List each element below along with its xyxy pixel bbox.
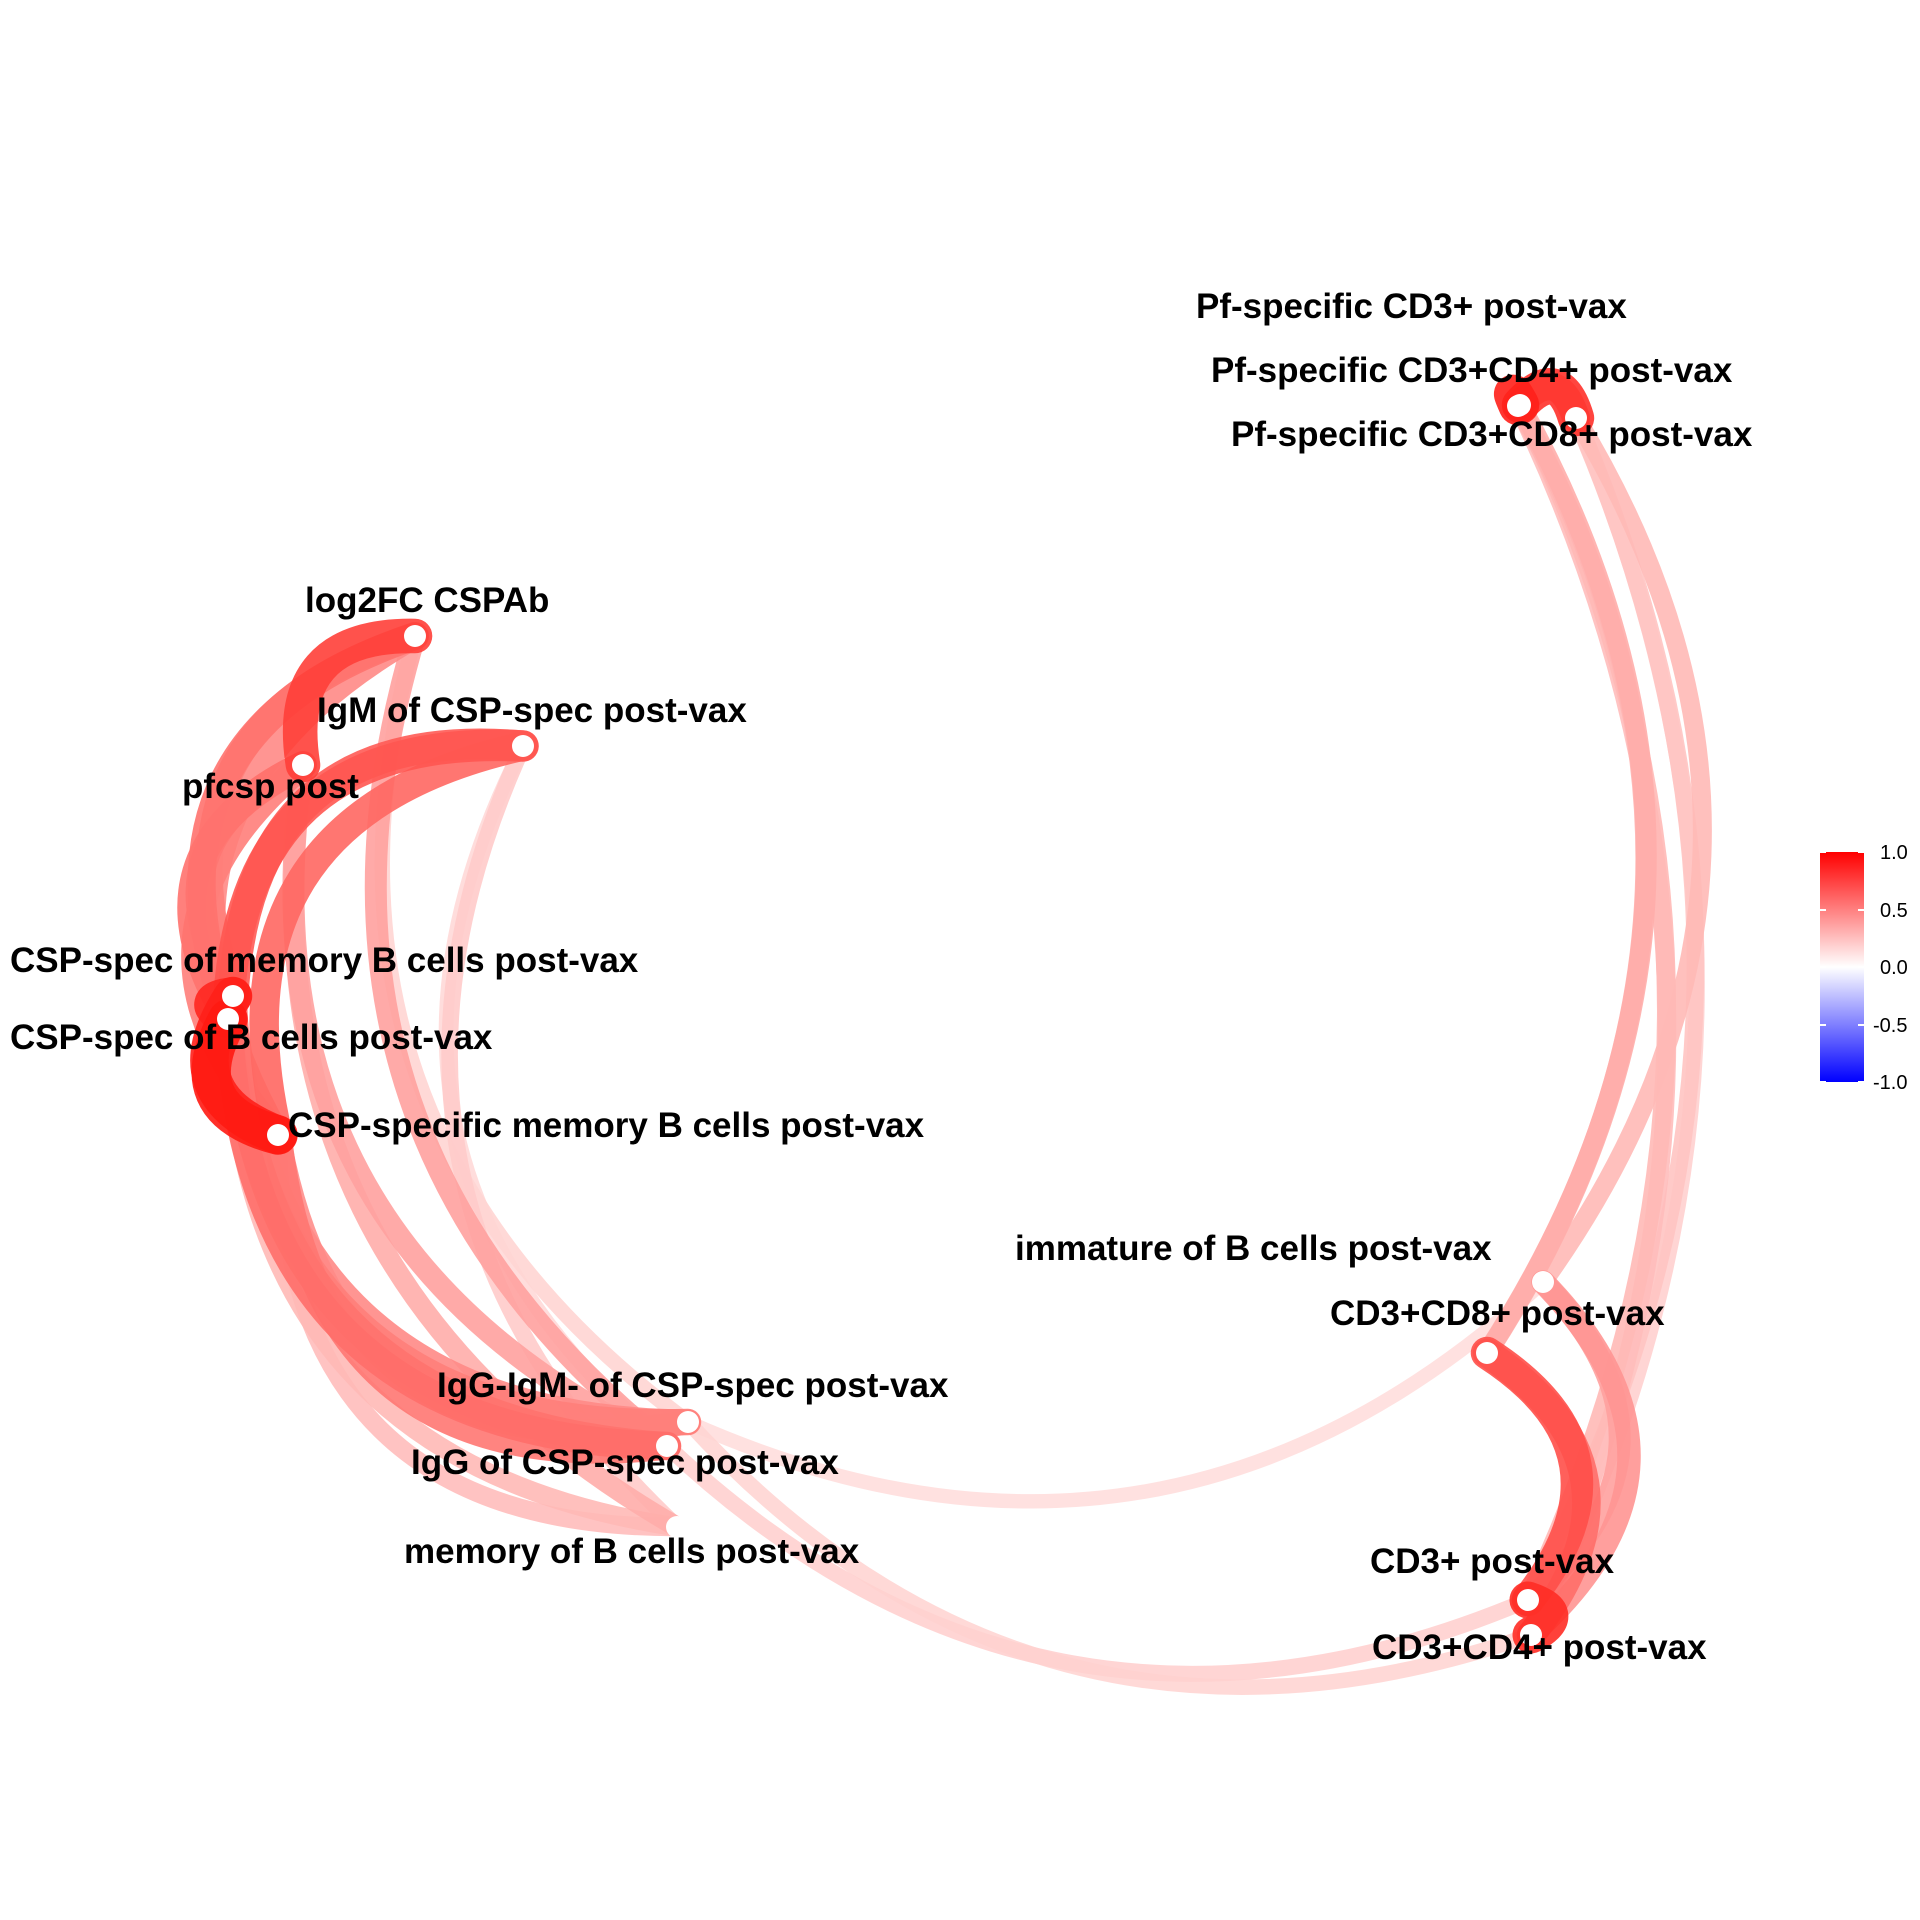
- legend-tick-label: 0.5: [1880, 900, 1908, 922]
- node-label-cspspecmem: CSP-specific memory B cells post-vax: [288, 1106, 925, 1145]
- node-immb: [1532, 1271, 1554, 1293]
- color-legend: 1.0 0.5 0.0 -0.5 -1.0: [1820, 842, 1908, 1094]
- node-label-pfcd3: Pf-specific CD3+ post-vax: [1196, 287, 1627, 326]
- node-memb: [666, 1516, 688, 1538]
- edge-igg-cd3: [659, 1438, 1536, 1682]
- node-pfcsp: [292, 754, 314, 776]
- legend-tick-label: 1.0: [1880, 842, 1908, 864]
- node-cd8: [1476, 1342, 1498, 1364]
- node-igm: [512, 735, 534, 757]
- node-cspspecmem: [267, 1124, 289, 1146]
- node-label-cspmemb: CSP-spec of memory B cells post-vax: [10, 941, 639, 980]
- node-cspb: [217, 1008, 239, 1030]
- node-cd3: [1517, 1589, 1539, 1611]
- node-label-log2fc: log2FC CSPAb: [305, 581, 549, 620]
- node-label-memb: memory of B cells post-vax: [404, 1532, 860, 1571]
- node-cspmemb: [222, 985, 244, 1007]
- edge-cspb-cspspecmem: [191, 999, 298, 1155]
- nodes-layer: [217, 394, 1587, 1646]
- node-label-cspb: CSP-spec of B cells post-vax: [10, 1018, 493, 1057]
- node-label-immb: immature of B cells post-vax: [1015, 1229, 1492, 1268]
- edge-pfcsp-cspb: [177, 751, 317, 1033]
- node-label-cd3: CD3+ post-vax: [1370, 1542, 1615, 1581]
- node-pfcd4: [1507, 395, 1529, 417]
- node-iggigm: [677, 1411, 699, 1433]
- edge-log2fc-pfcsp: [282, 618, 433, 783]
- node-label-pfcd4: Pf-specific CD3+CD4+ post-vax: [1211, 351, 1733, 390]
- edge-pfcd3-cd8: [1476, 394, 1657, 1364]
- edges-layer: [177, 368, 1712, 1695]
- node-label-pfcd8: Pf-specific CD3+CD8+ post-vax: [1231, 415, 1753, 454]
- node-igg: [656, 1435, 678, 1457]
- legend-colorbar: [1820, 852, 1864, 1082]
- edge-igm-cspb: [212, 729, 539, 1035]
- edge-cd8-cd3: [1470, 1336, 1594, 1617]
- node-label-cd8: CD3+CD8+ post-vax: [1330, 1294, 1665, 1333]
- node-cd4: [1520, 1624, 1542, 1646]
- node-label-igg: IgG of CSP-spec post-vax: [411, 1443, 839, 1482]
- node-label-iggigm: IgG-IgM- of CSP-spec post-vax: [437, 1366, 949, 1405]
- legend-tick-label: 0.0: [1880, 957, 1908, 979]
- node-log2fc: [404, 625, 426, 647]
- node-label-pfcsp: pfcsp post: [182, 767, 359, 806]
- edge-igm-cspspecmem: [249, 731, 538, 1150]
- edge-pfcd8-immb: [1533, 408, 1712, 1292]
- node-label-igm: IgM of CSP-spec post-vax: [317, 691, 747, 730]
- legend-tick-label: -0.5: [1873, 1015, 1907, 1037]
- node-pfcd8: [1565, 407, 1587, 429]
- legend-tick-label: -1.0: [1873, 1072, 1907, 1094]
- edge-iggigm-immb: [680, 1274, 1551, 1509]
- node-label-cd4: CD3+CD4+ post-vax: [1372, 1628, 1707, 1667]
